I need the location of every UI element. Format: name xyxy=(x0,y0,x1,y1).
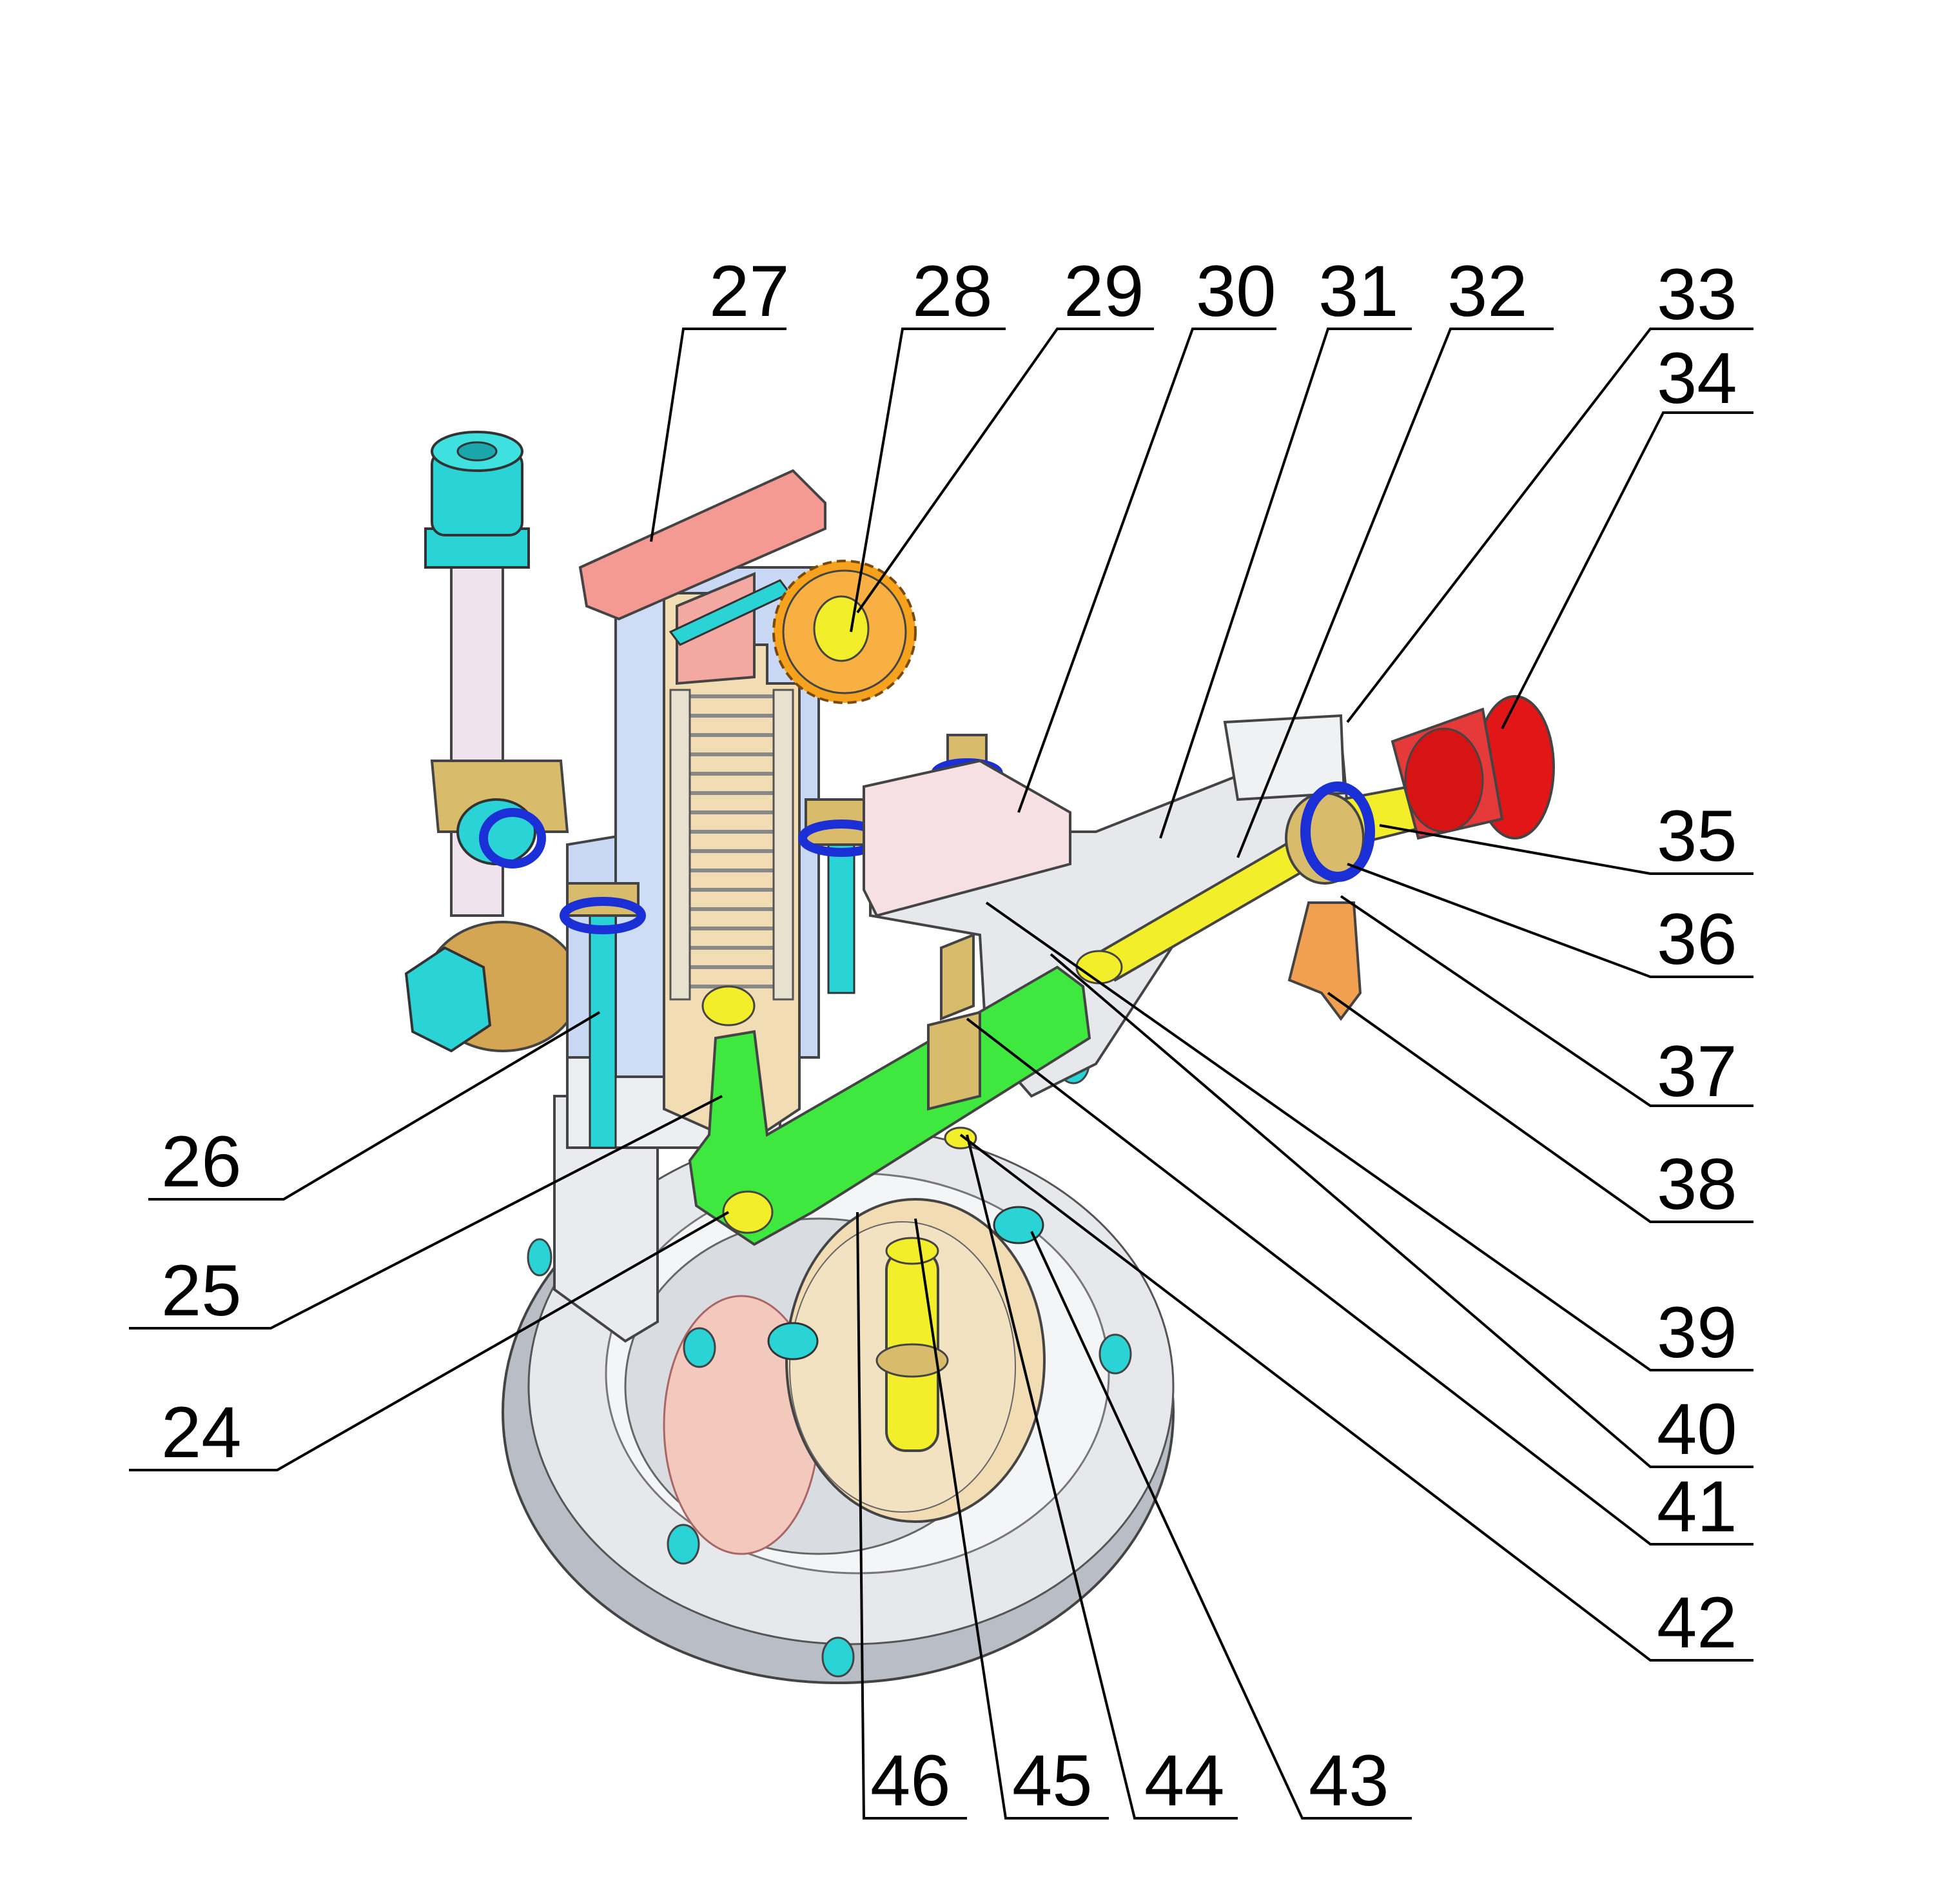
callout-30: 30 xyxy=(1196,251,1276,331)
callout-36: 36 xyxy=(1657,899,1737,979)
callout-28: 28 xyxy=(912,251,993,331)
callout-46: 46 xyxy=(870,1740,951,1821)
callout-24: 24 xyxy=(161,1392,242,1473)
callout-29: 29 xyxy=(1064,251,1144,331)
leader-lines xyxy=(129,328,1753,1820)
callout-43: 43 xyxy=(1309,1740,1389,1821)
gear xyxy=(772,560,917,704)
callout-31: 31 xyxy=(1318,251,1399,331)
plunger-assembly xyxy=(663,592,801,1136)
stop-knob xyxy=(1391,695,1555,840)
callout-40: 40 xyxy=(1657,1389,1737,1469)
callout-38: 38 xyxy=(1657,1144,1737,1224)
brass-valve xyxy=(927,933,981,1150)
callout-25: 25 xyxy=(161,1250,242,1331)
callout-41: 41 xyxy=(1657,1466,1737,1547)
callout-39: 39 xyxy=(1657,1292,1737,1373)
callout-42: 42 xyxy=(1657,1582,1737,1663)
callout-27: 27 xyxy=(709,251,790,331)
callout-32: 32 xyxy=(1447,251,1528,331)
fuel-line xyxy=(404,431,581,1053)
bolt-holes xyxy=(527,1043,1132,1678)
callout-34: 34 xyxy=(1657,338,1737,418)
callout-37: 37 xyxy=(1657,1031,1737,1112)
callout-44: 44 xyxy=(1144,1740,1225,1821)
callout-35: 35 xyxy=(1657,796,1737,876)
callout-45: 45 xyxy=(1012,1740,1093,1821)
cam-disc xyxy=(767,1198,1046,1523)
callout-33: 33 xyxy=(1657,254,1737,335)
callout-26: 26 xyxy=(161,1121,242,1202)
callout-labels: 27 28 29 30 31 32 33 34 35 36 37 38 39 4… xyxy=(161,251,1737,1821)
lever-block xyxy=(863,759,1071,918)
